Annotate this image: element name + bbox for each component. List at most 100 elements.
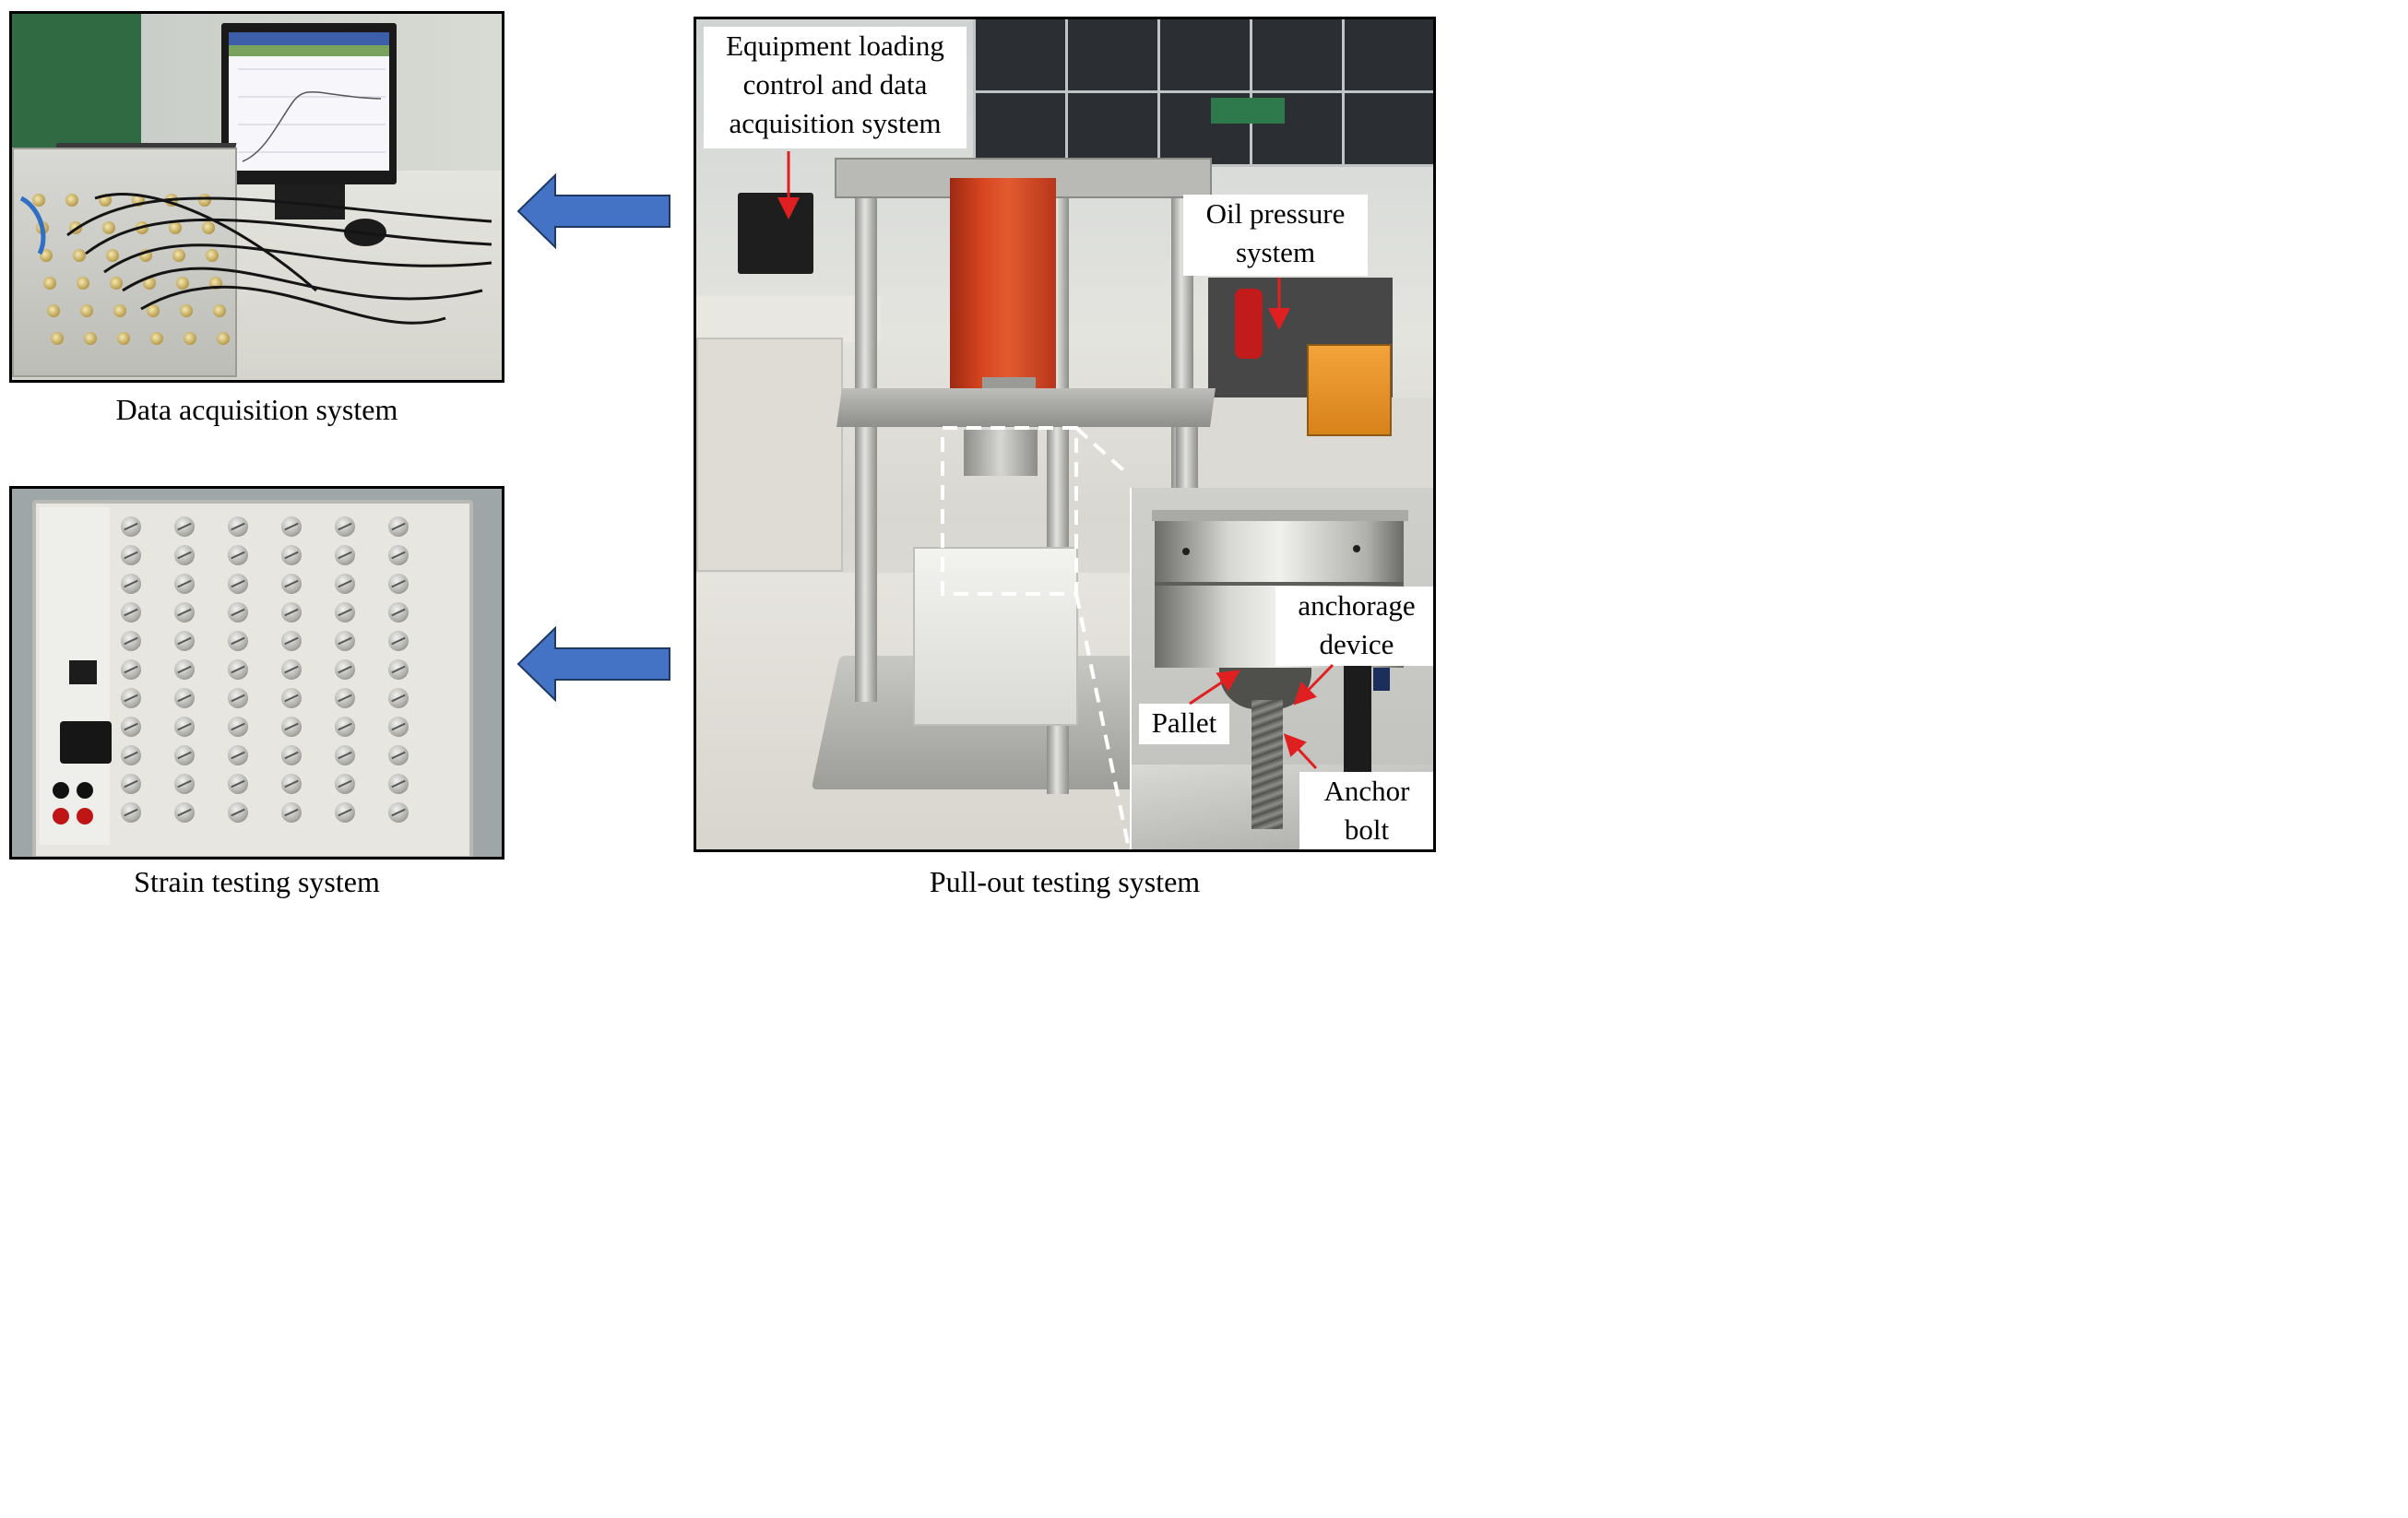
label-anchorage-device: anchorage device [1275, 587, 1433, 666]
channel-screw [228, 802, 248, 823]
channel-screw [121, 516, 141, 537]
terminal-knob [77, 277, 89, 290]
channel-screw [121, 631, 141, 651]
channel-screw [121, 688, 141, 708]
channel-screw [174, 688, 195, 708]
channel-screw [335, 717, 355, 737]
channel-screw [281, 802, 302, 823]
channel-screw [174, 602, 195, 623]
channel-screw [335, 802, 355, 823]
channel-screw [228, 545, 248, 565]
channel-screw [388, 688, 409, 708]
channel-screw [121, 745, 141, 765]
red-terminal [53, 808, 69, 824]
green-machine-top [1211, 98, 1285, 124]
channel-screw [174, 774, 195, 794]
caption-pull-out-testing: Pull-out testing system [929, 865, 1201, 898]
terminal-knob [80, 304, 93, 317]
channel-screw [228, 745, 248, 765]
channel-screw [335, 516, 355, 537]
channel-screw [281, 602, 302, 623]
terminal-knob [51, 332, 64, 345]
monitor-screen [229, 32, 389, 171]
channel-screw [388, 574, 409, 594]
label-line: system [1235, 236, 1316, 268]
channel-screw [174, 545, 195, 565]
terminal-knob [106, 249, 119, 262]
caption-data-acquisition: Data acquisition system [115, 393, 398, 426]
terminal-knob [176, 277, 189, 290]
channel-screw [228, 717, 248, 737]
channel-screw [335, 745, 355, 765]
oil-tank [1235, 289, 1263, 359]
channel-screw [121, 602, 141, 623]
channel-screw [121, 802, 141, 823]
desk-top [696, 296, 881, 342]
terminal-knob [73, 249, 86, 262]
channel-screw [281, 545, 302, 565]
label-line: control and data [742, 68, 928, 101]
channel-screw [388, 602, 409, 623]
label-anchor-bolt: Anchor bolt [1299, 772, 1433, 849]
screen-titlebar [229, 32, 389, 45]
channel-screw [281, 631, 302, 651]
oil-cooler [1307, 344, 1392, 436]
arrow-to-strain-testing-icon [516, 626, 670, 702]
arrow-to-data-acquisition-icon [516, 173, 670, 249]
terminal-knob [184, 332, 196, 345]
channel-screw [121, 574, 141, 594]
channel-screw [281, 659, 302, 680]
channel-screw [121, 659, 141, 680]
label-line: Oil pressure [1205, 197, 1346, 230]
channel-screw [174, 659, 195, 680]
label-equipment-loading: Equipment loading control and data acqui… [704, 27, 967, 148]
terminal-knob [32, 194, 45, 207]
channel-screw [388, 774, 409, 794]
terminal-knob [169, 221, 182, 234]
anchor-bolt [1251, 700, 1283, 829]
channel-screw [388, 745, 409, 765]
frame-column [855, 185, 877, 702]
channel-screw [228, 516, 248, 537]
channel-screw [228, 602, 248, 623]
red-terminal [77, 808, 93, 824]
label-line: Anchor [1323, 775, 1410, 807]
channel-screw [281, 688, 302, 708]
channel-screw [174, 631, 195, 651]
terminal-knob [206, 249, 219, 262]
terminal-knob [147, 304, 160, 317]
terminal-knob [65, 194, 78, 207]
channel-screw [335, 545, 355, 565]
terminal-knob [150, 332, 163, 345]
channel-screw [281, 717, 302, 737]
channel-screw [388, 802, 409, 823]
channel-screw [121, 545, 141, 565]
terminal-knob [180, 304, 193, 317]
channel-screw [228, 631, 248, 651]
channel-screw [228, 774, 248, 794]
channel-screw [228, 659, 248, 680]
anchorage-device-rim [1152, 510, 1408, 521]
screen-toolbar [229, 45, 389, 56]
anchorage-groove [1155, 582, 1404, 586]
computer-monitor [221, 23, 397, 184]
black-terminal [53, 782, 69, 799]
channel-screw [281, 774, 302, 794]
hydraulic-cylinder [950, 178, 1056, 399]
specimen-box [913, 547, 1078, 726]
channel-screw [388, 631, 409, 651]
terminal-knob [217, 332, 230, 345]
channel-screw [335, 659, 355, 680]
bolt-hole [1182, 548, 1190, 555]
zoom-connector [941, 426, 1132, 849]
label-line: bolt [1344, 813, 1390, 846]
channel-screw [281, 574, 302, 594]
terminal-knob [113, 304, 126, 317]
channel-screw [335, 574, 355, 594]
anchorage-cylinder [964, 430, 1038, 476]
terminal-knob [102, 221, 115, 234]
terminal-knob [202, 221, 215, 234]
channel-screw [388, 659, 409, 680]
screen-curve [238, 68, 386, 162]
terminal-knob [117, 332, 130, 345]
